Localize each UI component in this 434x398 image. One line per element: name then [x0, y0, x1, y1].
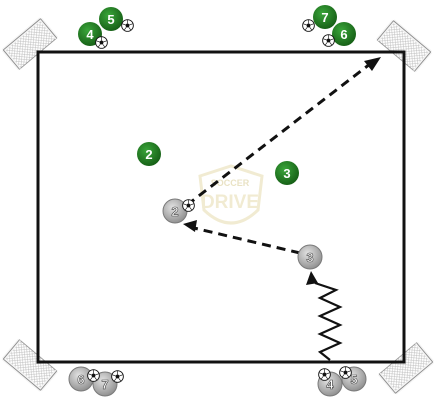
green-player-2: 2	[137, 142, 161, 166]
grey-player-7-number: 7	[101, 377, 108, 392]
green-player-5-number: 5	[107, 12, 114, 27]
green-player-3-number: 3	[283, 166, 290, 181]
goal-bottom-left	[3, 340, 56, 391]
green-player-3: 3	[275, 161, 299, 185]
grey-player-3-number: 3	[306, 250, 313, 265]
dribble-arrow	[306, 271, 340, 360]
grey-player-6-number: 6	[77, 372, 84, 387]
ball-icon	[323, 35, 335, 47]
green-player-7: 7	[313, 5, 337, 29]
goal-bottom-right	[379, 343, 432, 394]
green-player-6: 6	[332, 22, 356, 46]
green-player-4-number: 4	[86, 27, 94, 42]
ball-icon	[96, 37, 108, 49]
grey-player-3: 3	[298, 245, 322, 269]
soccer-drive-watermark: SOCCER DRIVE	[200, 166, 262, 223]
ball-icon	[122, 20, 134, 32]
ball-icon	[303, 20, 315, 32]
ball-icon	[112, 371, 124, 383]
pass-arrow-short	[183, 220, 300, 253]
grey-player-2-number: 2	[171, 204, 178, 219]
ball-icon	[319, 369, 331, 381]
ball-icon	[340, 367, 352, 379]
green-player-7-number: 7	[321, 10, 328, 25]
watermark-line2: DRIVE	[201, 192, 259, 213]
green-player-6-number: 6	[340, 27, 347, 42]
goal-top-left	[3, 19, 56, 70]
green-player-5: 5	[99, 7, 123, 31]
ball-icon	[183, 200, 195, 212]
ball-icon	[88, 370, 100, 382]
green-player-2-number: 2	[145, 147, 152, 162]
